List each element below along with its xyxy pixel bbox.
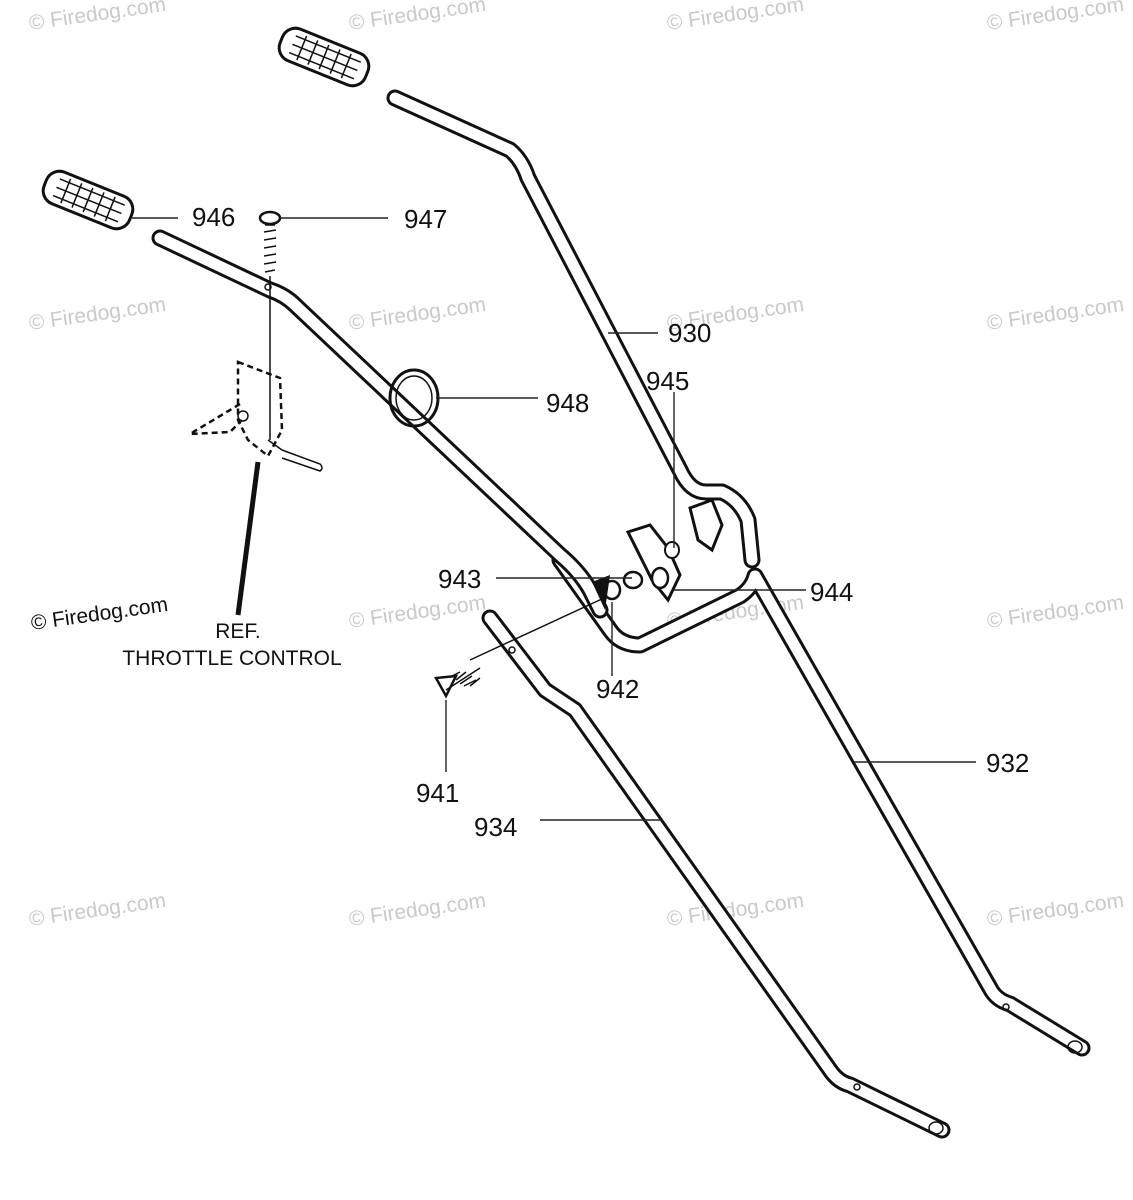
- left-handle-tube-946: [151, 229, 609, 619]
- watermark: © Firedog.com: [985, 591, 1125, 633]
- ref-label-line2: THROTTLE CONTROL: [122, 647, 341, 670]
- watermark: © Firedog.com: [27, 293, 167, 335]
- callout-934: 934: [474, 812, 517, 842]
- ref-label-line1: REF.: [215, 620, 261, 643]
- callout-943: 943: [438, 564, 481, 594]
- right-lower-tube-932: [551, 551, 1091, 1057]
- callout-930: 930: [668, 318, 711, 348]
- watermark-layer: © Firedog.com © Firedog.com © Firedog.co…: [27, 0, 1125, 931]
- upper-grip: [277, 26, 371, 88]
- copyright-label: © Firedog.com: [29, 593, 169, 635]
- watermark: © Firedog.com: [985, 0, 1125, 35]
- watermark: © Firedog.com: [985, 889, 1125, 931]
- screw-941: [433, 667, 481, 699]
- watermark: © Firedog.com: [665, 0, 805, 35]
- watermark: © Firedog.com: [27, 889, 167, 931]
- fastener-cluster: [469, 498, 724, 661]
- watermark: © Firedog.com: [347, 293, 487, 335]
- callout-941: 941: [416, 778, 459, 808]
- callout-947: 947: [404, 204, 447, 234]
- callout-944: 944: [810, 577, 853, 607]
- watermark: © Firedog.com: [347, 889, 487, 931]
- upper-handle-930: [386, 89, 761, 569]
- screw-947: [258, 210, 282, 440]
- leader-lines: [132, 217, 976, 821]
- watermark: © Firedog.com: [347, 0, 487, 35]
- watermark: © Firedog.com: [347, 591, 487, 633]
- throttle-control-reference: [189, 360, 323, 616]
- callout-945: 945: [646, 366, 689, 396]
- lower-tube-934: [481, 609, 951, 1139]
- watermark: © Firedog.com: [985, 293, 1125, 335]
- left-grip: [41, 169, 135, 231]
- callout-942: 942: [596, 674, 639, 704]
- callout-932: 932: [986, 748, 1029, 778]
- reference-label: REF. THROTTLE CONTROL: [122, 620, 341, 670]
- callouts: 946 947 930 945 948 943 944 942 932 941 …: [192, 202, 1029, 842]
- callout-946: 946: [192, 202, 235, 232]
- callout-948: 948: [546, 388, 589, 418]
- watermark: © Firedog.com: [27, 0, 167, 35]
